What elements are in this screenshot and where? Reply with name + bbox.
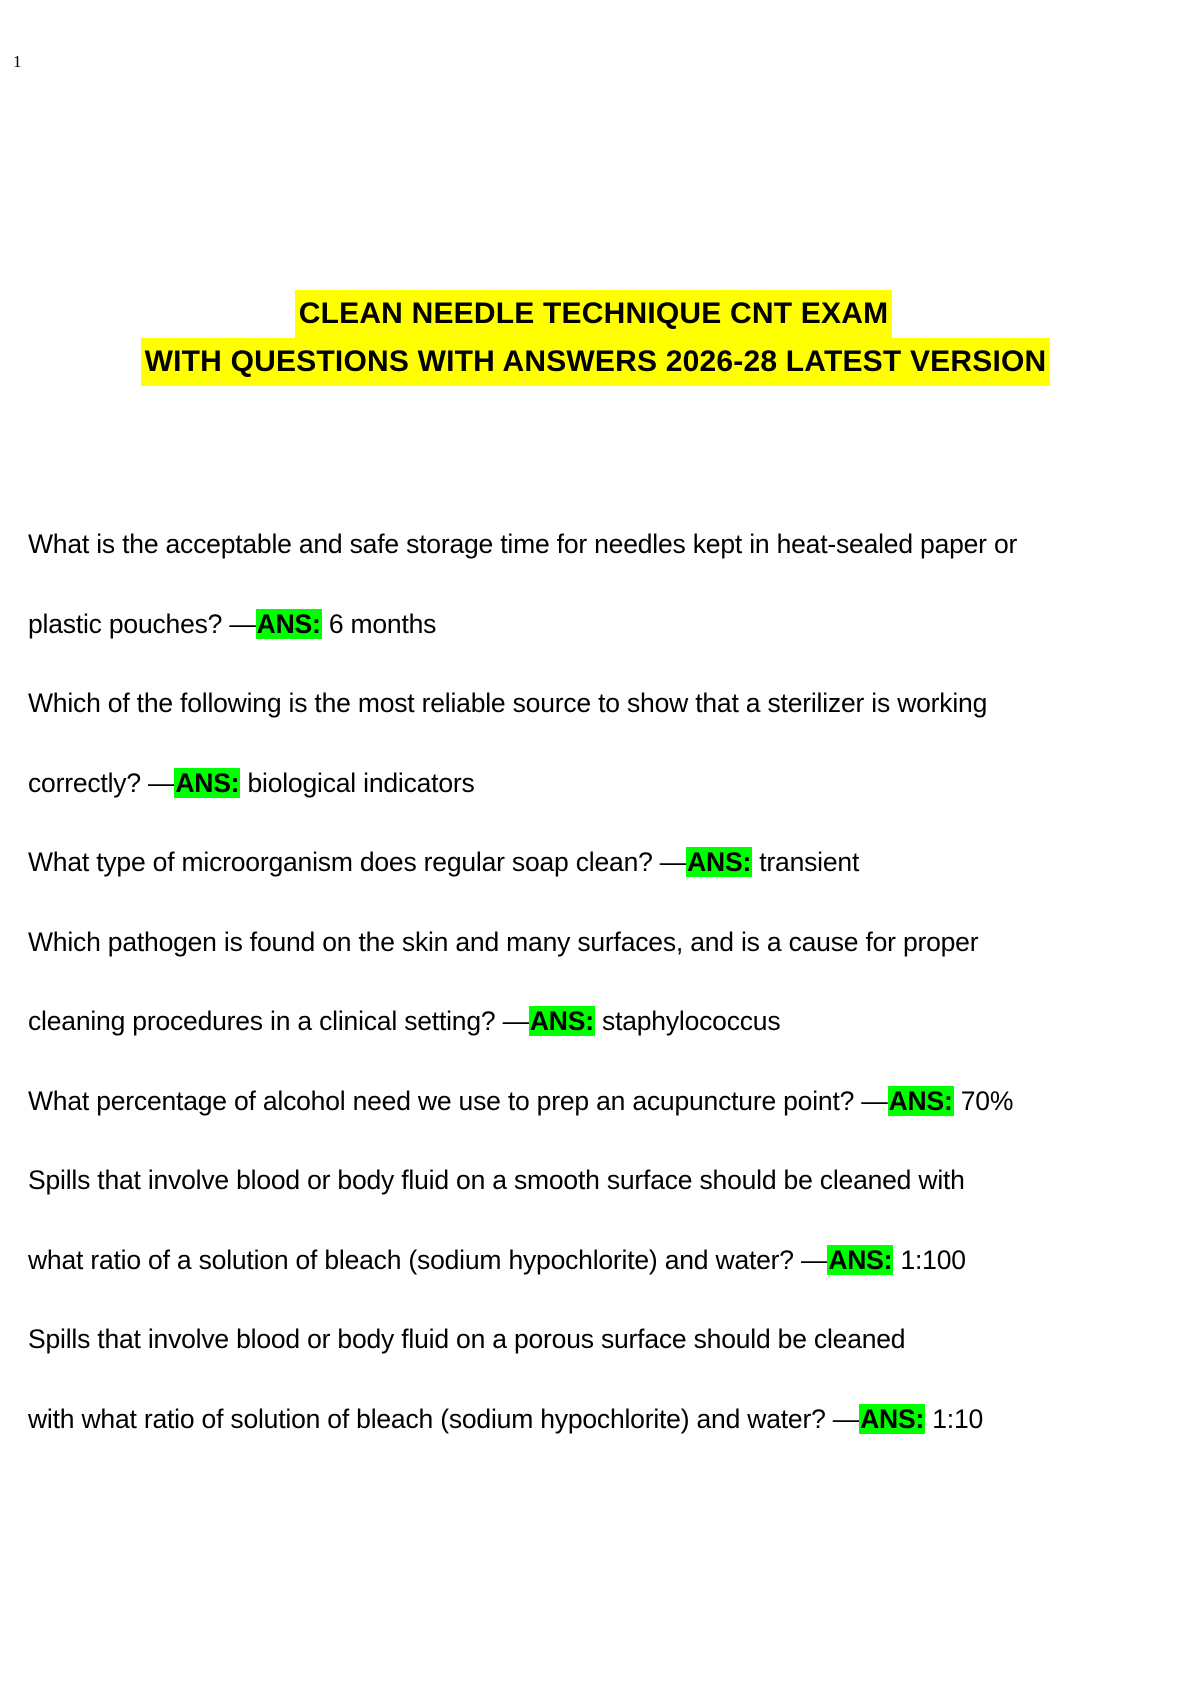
question-answer-line: correctly? —ANS: biological indicators xyxy=(28,744,1178,824)
answer-text: transient xyxy=(752,847,860,877)
question-text: correctly? — xyxy=(28,767,175,798)
qa-item-6: Spills that involve blood or body fluid … xyxy=(28,1141,1178,1300)
question-text: Spills that involve blood or body fluid … xyxy=(28,1324,906,1354)
title-line-2: WITH QUESTIONS WITH ANSWERS 2026-28 LATE… xyxy=(140,338,1051,386)
question-text: What type of microorganism does regular … xyxy=(28,847,687,877)
question-answer-line: cleaning procedures in a clinical settin… xyxy=(28,982,1178,1062)
answer-text: 1:100 xyxy=(893,1244,966,1275)
question-text: What is the acceptable and safe storage … xyxy=(28,529,1018,559)
question-text: Spills that involve blood or body fluid … xyxy=(28,1165,965,1195)
qa-item-2: Which of the following is the most relia… xyxy=(28,664,1178,823)
question-answer-line: plastic pouches? —ANS: 6 months xyxy=(28,585,1178,665)
document-title: CLEAN NEEDLE TECHNIQUE CNT EXAM WITH QUE… xyxy=(0,290,1191,386)
question-text: Which of the following is the most relia… xyxy=(28,688,988,718)
qa-item-4: Which pathogen is found on the skin and … xyxy=(28,903,1178,1062)
qa-item-1: What is the acceptable and safe storage … xyxy=(28,505,1178,664)
qa-item-7: Spills that involve blood or body fluid … xyxy=(28,1300,1178,1459)
answer-label: ANS: xyxy=(255,608,322,639)
title-line-1: CLEAN NEEDLE TECHNIQUE CNT EXAM xyxy=(294,290,893,338)
answer-text: biological indicators xyxy=(240,767,475,798)
page-number: 1 xyxy=(13,52,22,71)
answer-text: 70% xyxy=(953,1085,1014,1116)
question-answer-line: with what ratio of solution of bleach (s… xyxy=(28,1380,1178,1460)
answer-label: ANS: xyxy=(528,1006,595,1036)
question-text: plastic pouches? — xyxy=(28,608,256,639)
qa-item-3: What type of microorganism does regular … xyxy=(28,823,1178,903)
answer-label: ANS: xyxy=(686,847,753,877)
answer-label: ANS: xyxy=(887,1085,954,1116)
answer-text: staphylococcus xyxy=(594,1006,781,1036)
question-text: What percentage of alcohol need we use t… xyxy=(28,1085,888,1116)
answer-text: 6 months xyxy=(321,608,437,639)
question-answer-line: what ratio of a solution of bleach (sodi… xyxy=(28,1221,1178,1301)
question-text: Which pathogen is found on the skin and … xyxy=(28,926,979,957)
question-text: cleaning procedures in a clinical settin… xyxy=(28,1006,529,1036)
answer-label: ANS: xyxy=(827,1244,894,1275)
qa-list: What is the acceptable and safe storage … xyxy=(28,505,1178,1459)
question-answer-line: What percentage of alcohol need we use t… xyxy=(28,1062,1178,1142)
question-answer-line: What type of microorganism does regular … xyxy=(28,823,1178,903)
question-text: what ratio of a solution of bleach (sodi… xyxy=(28,1244,828,1275)
answer-label: ANS: xyxy=(174,767,241,798)
answer-label: ANS: xyxy=(859,1403,926,1434)
question-text: with what ratio of solution of bleach (s… xyxy=(28,1403,860,1434)
answer-text: 1:10 xyxy=(925,1403,984,1434)
qa-item-5: What percentage of alcohol need we use t… xyxy=(28,1062,1178,1142)
